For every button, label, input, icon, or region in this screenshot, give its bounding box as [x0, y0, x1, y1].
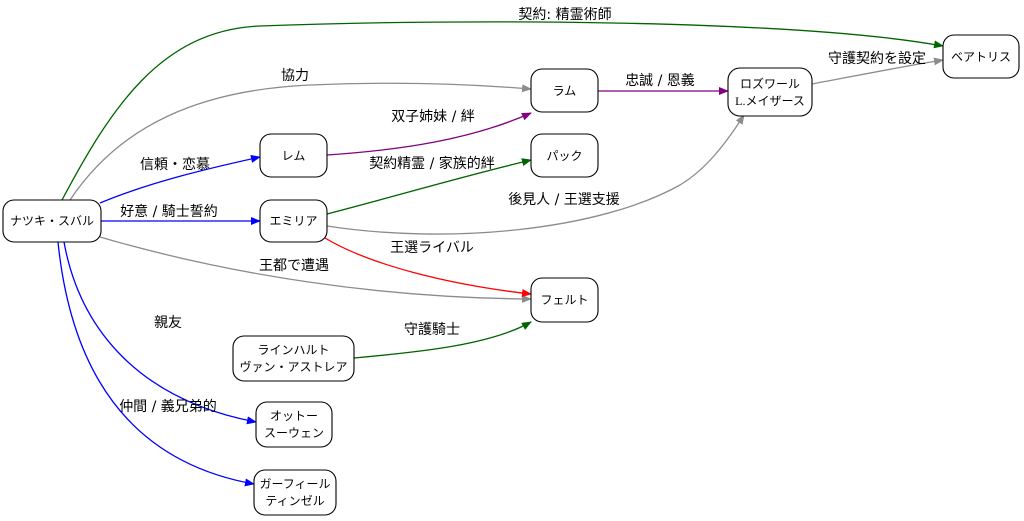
- edge-label-roswaal-beatrice: 守護契約を設定: [828, 51, 926, 67]
- edge-emilia-puck: 契約精霊 / 家族的絆: [326, 155, 532, 215]
- node-label: オットー: [270, 409, 318, 423]
- node-label: ヴァン・アストレア: [239, 359, 347, 374]
- node-label: ベアトリス: [951, 50, 1011, 64]
- node-label: L.メイザース: [735, 94, 805, 108]
- edge-emilia-roswaal: 後見人 / 王選支援: [326, 114, 745, 235]
- edge-ram-roswaal: 忠誠 / 恩義: [598, 72, 729, 96]
- edge-subaru-emilia: 好意 / 騎士誓約: [101, 203, 261, 225]
- node-ram[interactable]: ラム: [530, 68, 599, 113]
- node-felt[interactable]: フェルト: [530, 277, 599, 323]
- node-label: レム: [282, 149, 306, 163]
- node-label: ティンゼル: [265, 494, 324, 508]
- node-garfiel[interactable]: ガーフィール ティンゼル: [253, 469, 337, 516]
- node-label: ラム: [553, 84, 577, 98]
- node-otto[interactable]: オットー スーウェン: [255, 401, 333, 448]
- edge-reinhard-felt: 守護騎士: [353, 321, 532, 359]
- edge-subaru-ram: 協力: [69, 68, 532, 201]
- edge-label-emilia-puck: 契約精霊 / 家族的絆: [369, 155, 495, 172]
- edge-label-subaru-rem: 信頼・恋慕: [140, 156, 210, 173]
- node-label: ロズワール: [740, 76, 800, 91]
- node-beatrice[interactable]: ベアトリス: [942, 34, 1020, 79]
- edge-label-emilia-felt: 王選ライバル: [390, 240, 474, 256]
- edge-label-subaru-felt: 王都で遭遇: [259, 258, 329, 274]
- node-rem[interactable]: レム: [259, 133, 328, 178]
- node-label: スーウェン: [264, 426, 324, 440]
- edge-label-reinhard-felt: 守護騎士: [404, 322, 460, 338]
- node-puck[interactable]: パック: [530, 133, 599, 178]
- node-label: ラインハルト: [257, 343, 329, 357]
- node-emilia[interactable]: エミリア: [259, 199, 328, 243]
- node-label: フェルト: [540, 293, 588, 307]
- edge-label-rem-ram: 双子姉妹 / 絆: [391, 109, 475, 125]
- edge-label-subaru-emilia: 好意 / 騎士誓約: [120, 203, 218, 220]
- edge-subaru-garfiel: 仲間 / 義兄弟的: [57, 241, 255, 487]
- edge-subaru-felt: 王都で遭遇: [99, 236, 532, 303]
- node-roswaal[interactable]: ロズワール L.メイザース: [727, 67, 813, 117]
- node-label: ナツキ・スバル: [10, 214, 94, 228]
- node-subaru[interactable]: ナツキ・スバル: [2, 199, 102, 243]
- edge-label-subaru-garfiel: 仲間 / 義兄弟的: [119, 398, 217, 415]
- edge-label-subaru-ram: 協力: [281, 68, 309, 84]
- edge-label-subaru-otto: 親友: [154, 315, 182, 331]
- edge-roswaal-beatrice: 守護契約を設定: [811, 51, 944, 85]
- edge-label-emilia-roswaal: 後見人 / 王選支援: [508, 192, 620, 208]
- edge-label-subaru-beatrice: 契約: 精霊術師: [518, 7, 611, 23]
- node-label: パック: [546, 149, 582, 163]
- edge-subaru-otto: 親友: [63, 241, 257, 425]
- edge-emilia-felt: 王選ライバル: [324, 237, 532, 297]
- edge-subaru-beatrice: 契約: 精霊術師: [61, 7, 944, 201]
- node-label: エミリア: [269, 214, 317, 228]
- edge-label-ram-roswaal: 忠誠 / 恩義: [625, 72, 695, 89]
- edge-rem-ram: 双子姉妹 / 絆: [326, 109, 532, 156]
- node-label: ガーフィール: [259, 477, 330, 491]
- edge-subaru-rem: 信頼・恋慕: [99, 155, 261, 204]
- node-reinhard[interactable]: ラインハルト ヴァン・アストレア: [232, 335, 355, 382]
